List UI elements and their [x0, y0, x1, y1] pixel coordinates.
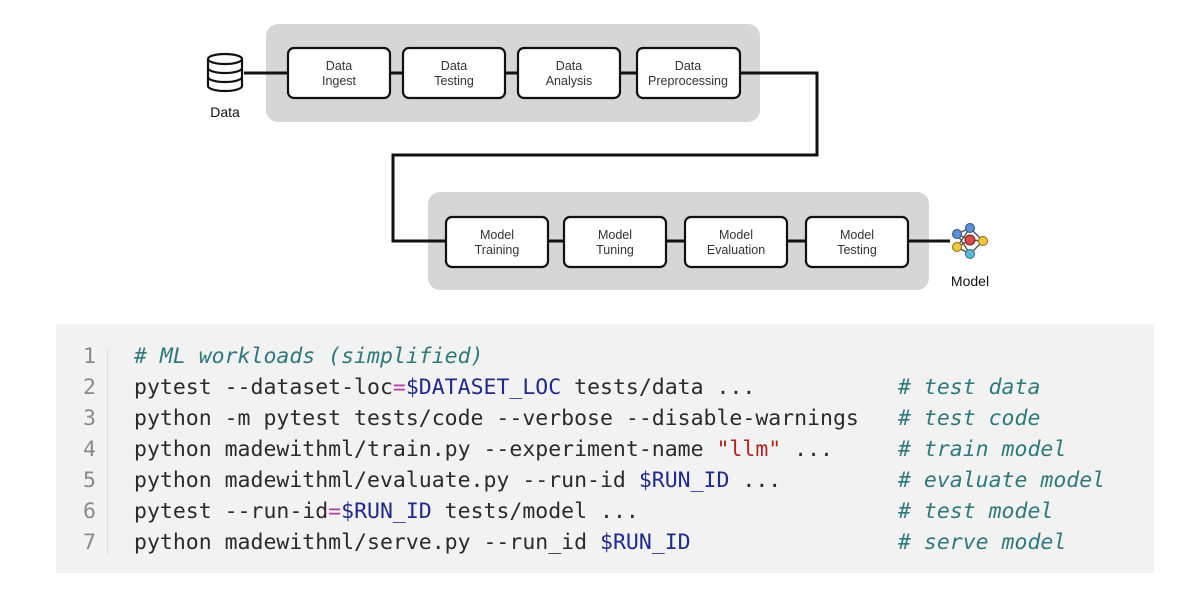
code-line: 3 python -m pytest tests/code --verbose -… [56, 403, 1154, 434]
line-number: 3 [83, 406, 96, 431]
stage-box-data-preprocessing: Data Preprocessing [635, 46, 742, 100]
stage-label-line2: Testing [837, 243, 877, 257]
code-token: # ML workloads (simplified) [134, 344, 484, 369]
code-token: tests/data ... [561, 375, 756, 400]
line-number: 1 [83, 344, 96, 369]
code-token: "llm" [716, 437, 782, 462]
code-token: pytest --dataset-loc [134, 375, 393, 400]
code-token: python madewithml/train.py --experiment-… [134, 437, 717, 462]
stage-label-line1: Model [598, 228, 632, 242]
stage-box-model-evaluation: Model Evaluation [683, 215, 789, 269]
pipeline-connectors [244, 71, 950, 243]
stage-box-data-analysis: Data Analysis [516, 46, 622, 100]
model-output-label: Model [951, 273, 989, 289]
code-comment: # test code [898, 406, 1041, 431]
code-token: $RUN_ID [341, 499, 432, 524]
stage-box-model-training: Model Training [444, 215, 550, 269]
stage-box-model-testing: Model Testing [804, 215, 910, 269]
stage-label-line1: Data [675, 59, 701, 73]
line-number: 2 [83, 375, 96, 400]
code-token: = [392, 375, 406, 400]
code-comment: # test data [898, 375, 1041, 400]
code-text: python madewithml/evaluate.py --run-id $… [134, 465, 781, 496]
code-token: ... [781, 437, 833, 462]
stage-label-line2: Training [475, 243, 520, 257]
code-line: 2 pytest --dataset-loc=$DATASET_LOC tests… [56, 372, 1154, 403]
stage-label-line2: Testing [434, 74, 474, 88]
code-token: python -m pytest tests/code --verbose --… [134, 406, 859, 431]
stage-label-line2: Analysis [546, 74, 593, 88]
code-text: pytest --run-id=$RUN_ID tests/model ... [134, 496, 639, 527]
code-comment: # test model [898, 499, 1054, 524]
code-token: $DATASET_LOC [405, 375, 562, 400]
code-token: $RUN_ID [638, 468, 730, 493]
code-text: python -m pytest tests/code --verbose --… [134, 403, 859, 434]
code-token: python madewithml/serve.py --run_id [134, 530, 600, 555]
code-line: 4 python madewithml/train.py --experiment… [56, 434, 1154, 465]
stage-label-line2: Evaluation [707, 243, 765, 257]
code-line: 5 python madewithml/evaluate.py --run-id … [56, 465, 1154, 496]
stage-box-model-tuning: Model Tuning [562, 215, 668, 269]
code-comment: # train model [898, 437, 1067, 462]
stage-label-line1: Model [840, 228, 874, 242]
code-comment: # serve model [898, 530, 1067, 555]
code-token: tests/model ... [431, 499, 639, 524]
stage-label-line1: Data [556, 59, 582, 73]
code-text: pytest --dataset-loc=$DATASET_LOC tests/… [134, 372, 755, 403]
stage-label-line1: Model [480, 228, 514, 242]
line-number: 4 [83, 437, 96, 462]
code-line: 7 python madewithml/serve.py --run_id $RU… [56, 527, 1154, 558]
stage-label-line2: Ingest [322, 74, 357, 88]
code-text: # ML workloads (simplified) [134, 341, 484, 372]
neural-network-icon [952, 223, 988, 259]
gutter-divider [107, 348, 108, 554]
code-token: pytest --run-id [134, 499, 329, 524]
code-token: = [328, 499, 342, 524]
code-block: 1 # ML workloads (simplified) 2 pytest --da… [56, 324, 1154, 573]
line-number: 5 [83, 468, 96, 493]
stage-label-line2: Tuning [596, 243, 634, 257]
data-source-label: Data [210, 104, 240, 120]
code-text: python madewithml/serve.py --run_id $RUN… [134, 527, 691, 558]
stage-label-line1: Model [719, 228, 753, 242]
code-comment: # evaluate model [898, 468, 1106, 493]
stage-box-data-testing: Data Testing [401, 46, 507, 100]
code-line: 6 pytest --run-id=$RUN_ID tests/model ...… [56, 496, 1154, 527]
stage-label-line1: Data [441, 59, 467, 73]
code-token: ... [729, 468, 782, 493]
line-number: 6 [83, 499, 96, 524]
pipeline-diagram: Data Data Ingest Data Testing Data Analy… [206, 24, 989, 290]
stage-box-data-ingest: Data Ingest [286, 46, 392, 100]
code-line: 1 # ML workloads (simplified) [56, 341, 1154, 372]
line-number: 7 [83, 530, 96, 555]
code-token: $RUN_ID [600, 530, 691, 555]
stage-label-line2: Preprocessing [648, 74, 728, 88]
code-token: python madewithml/evaluate.py --run-id [134, 468, 639, 493]
database-icon [206, 52, 244, 93]
code-text: python madewithml/train.py --experiment-… [134, 434, 833, 465]
stage-label-line1: Data [326, 59, 352, 73]
